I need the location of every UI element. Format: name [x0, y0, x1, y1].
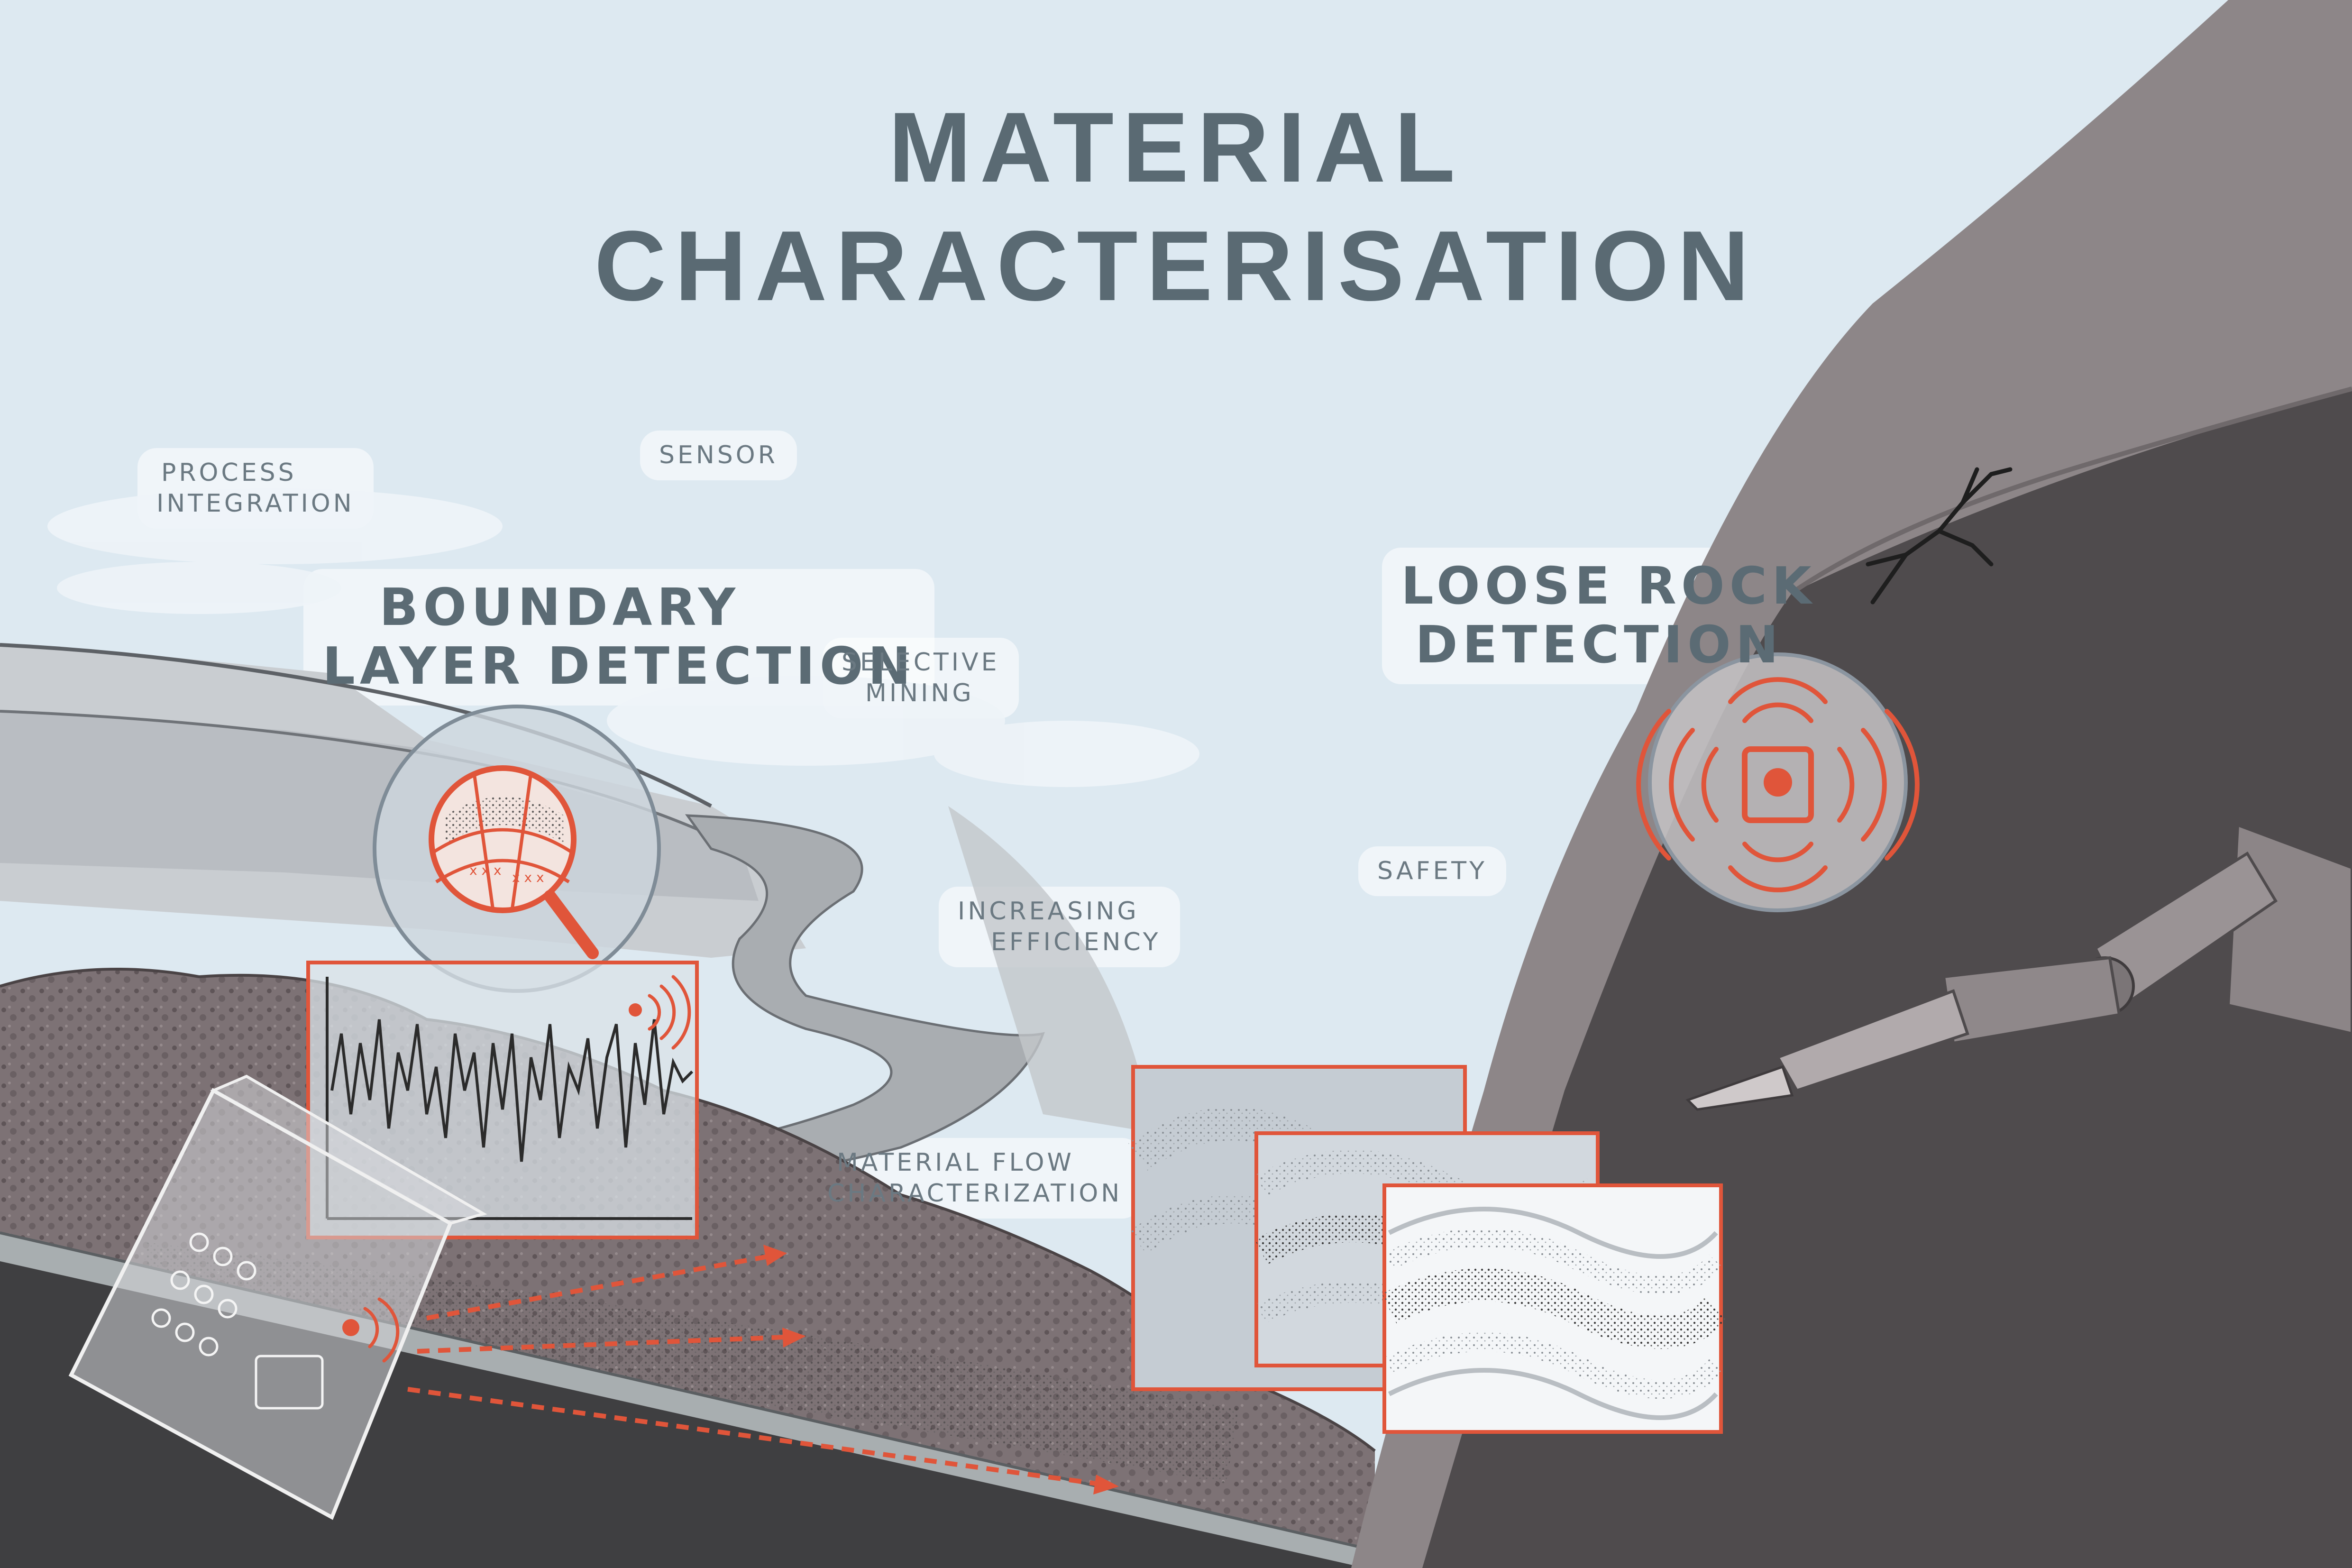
- crack-icon: [1866, 467, 2013, 605]
- label-loose-rock-line1: LOOSE ROCK: [1401, 557, 1816, 616]
- label-material-flow-characterization: MATERIAL FLOW CHARACTERIZATION: [808, 1138, 1142, 1219]
- label-safety: SAFETY: [1358, 846, 1506, 896]
- label-increasing-efficiency: INCREASING EFFICIENCY: [939, 887, 1180, 967]
- drill-arm-icon: [1685, 823, 2352, 1111]
- radar-sensor-icon: [1636, 652, 1920, 912]
- label-process-integration-line1: PROCESS: [161, 458, 297, 487]
- sensor-device-icon: [68, 1074, 487, 1520]
- label-process-integration: PROCESS INTEGRATION: [137, 448, 374, 529]
- svg-text:x x x: x x x: [512, 870, 544, 885]
- label-sensor: SENSOR: [640, 431, 797, 480]
- scan-panel-3: [1382, 1183, 1729, 1434]
- label-selective-mining-line2: MINING: [865, 679, 974, 707]
- title-line-2: CHARACTERISATION: [594, 210, 1758, 321]
- label-process-integration-line2: INTEGRATION: [156, 489, 355, 518]
- label-material-flow-line2: CHARACTERIZATION: [827, 1179, 1123, 1208]
- label-boundary-layer-detection: BOUNDARY LAYER DETECTION: [303, 569, 934, 706]
- scan-arrowheads: [763, 1245, 1119, 1495]
- label-material-flow-line1: MATERIAL FLOW: [837, 1148, 1074, 1177]
- clouds: [47, 488, 1199, 787]
- label-loose-rock-detection: LOOSE ROCK DETECTION: [1382, 548, 1835, 685]
- label-increasing-efficiency-line2: EFFICIENCY: [991, 928, 1161, 956]
- label-increasing-efficiency-line1: INCREASING: [958, 897, 1139, 926]
- layer-scan-panels: [1128, 1065, 1729, 1434]
- label-selective-mining: SELECTIVE MINING: [823, 638, 1019, 718]
- label-boundary-line1: BOUNDARY: [379, 578, 740, 637]
- label-sensor-text: SENSOR: [659, 441, 778, 469]
- title-line-1: MATERIAL: [888, 92, 1464, 203]
- label-loose-rock-line2: DETECTION: [1415, 615, 1784, 675]
- label-selective-mining-line1: SELECTIVE: [842, 648, 1000, 677]
- label-boundary-line2: LAYER DETECTION: [322, 637, 915, 697]
- label-safety-text: SAFETY: [1377, 857, 1487, 885]
- scan-arrows: [407, 1254, 1100, 1486]
- svg-text:x x x: x x x: [469, 862, 502, 878]
